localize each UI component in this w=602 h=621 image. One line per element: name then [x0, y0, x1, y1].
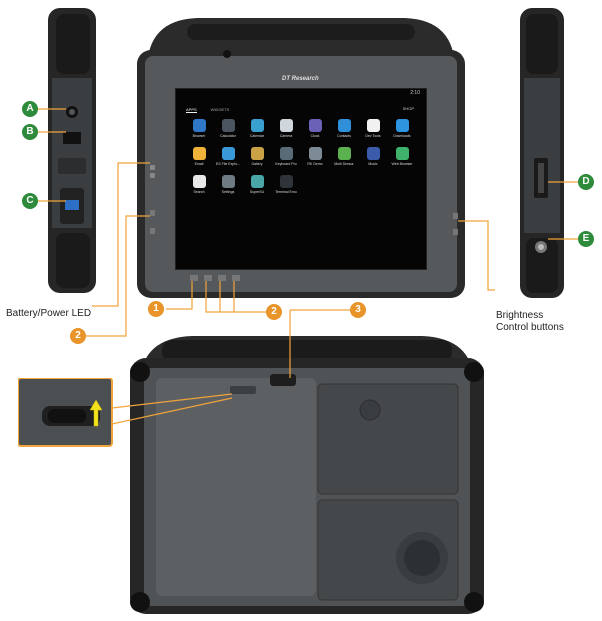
app-icon	[279, 147, 293, 160]
app-icon-cell[interactable]: Contacts	[331, 119, 357, 145]
app-label: Gallery	[251, 162, 263, 166]
shop-label[interactable]: SHOP	[402, 106, 414, 111]
app-label: Search	[193, 190, 205, 194]
app-icon	[192, 147, 206, 160]
callout-e: E	[578, 231, 594, 247]
app-label: Music	[368, 162, 378, 166]
app-icon	[366, 147, 380, 160]
app-icon	[250, 175, 264, 188]
app-label: Calculator	[220, 134, 236, 138]
app-icon	[279, 175, 293, 188]
brightness-label-line1: Brightness	[496, 310, 544, 321]
app-icon	[221, 119, 235, 132]
app-icon	[192, 119, 206, 132]
latch-inset	[18, 378, 113, 447]
app-icon	[221, 175, 235, 188]
app-icon-cell[interactable]: ES File Explo...	[215, 147, 241, 173]
app-label: Calendar	[249, 134, 265, 138]
bottom-button-1[interactable]	[190, 275, 198, 281]
app-label: Browser	[192, 134, 206, 138]
brightness-down-button[interactable]	[453, 229, 458, 235]
app-label: Email	[194, 162, 204, 166]
front-button-1[interactable]	[150, 210, 155, 216]
app-label: Camera	[279, 134, 293, 138]
app-label: Terminal Emu	[275, 190, 297, 194]
app-icon-cell[interactable]: Dev Tools	[360, 119, 386, 145]
app-label: Multi Sensor	[334, 162, 354, 166]
app-label: SuperSU	[249, 190, 265, 194]
app-icon-cell[interactable]: Music	[360, 147, 386, 173]
app-icon	[366, 119, 380, 132]
app-label: Contacts	[337, 134, 351, 138]
back-tablet	[130, 336, 484, 614]
app-label: RK Demo	[307, 162, 323, 166]
app-icon	[221, 147, 235, 160]
callout-c: C	[22, 193, 38, 209]
app-icon-cell[interactable]: Settings	[215, 175, 241, 201]
app-label: Web Browser	[391, 162, 413, 166]
tab-apps[interactable]: APPS	[186, 107, 197, 113]
app-icon-cell[interactable]: RK Demo	[302, 147, 328, 173]
app-label: ES File Explo...	[216, 162, 240, 166]
app-icon	[395, 119, 409, 132]
left-side-view	[48, 8, 96, 293]
battery-led-label: Battery/Power LED	[6, 308, 92, 319]
bottom-button-3[interactable]	[218, 275, 226, 281]
callout-2-left: 2	[70, 328, 86, 344]
app-icon-cell[interactable]: Search	[186, 175, 212, 201]
app-icon-cell[interactable]: Multi Sensor	[331, 147, 357, 173]
app-icon	[395, 147, 409, 160]
app-icon	[279, 119, 293, 132]
battery-led	[150, 165, 155, 170]
app-icon-cell[interactable]: Calculator	[215, 119, 241, 145]
callout-3: 3	[350, 302, 366, 318]
app-icon-cell[interactable]: Web Browser	[389, 147, 415, 173]
app-icon-cell[interactable]: SuperSU	[244, 175, 270, 201]
brand-logo: DT Research	[282, 76, 319, 82]
app-icon	[337, 119, 351, 132]
app-icon-cell[interactable]: Gallery	[244, 147, 270, 173]
bottom-button-4[interactable]	[232, 275, 240, 281]
callout-2-bottom: 2	[266, 304, 282, 320]
front-tablet: 2:10 APPS WIDGETS SHOP Browser Calculator…	[127, 10, 475, 300]
app-tabs: APPS WIDGETS	[186, 107, 229, 113]
app-icon	[337, 147, 351, 160]
tab-widgets[interactable]: WIDGETS	[210, 107, 230, 112]
app-label: Dev Tools	[365, 134, 381, 138]
power-led	[150, 173, 155, 178]
brightness-up-button[interactable]	[453, 213, 458, 219]
app-icon-cell[interactable]: Browser	[186, 119, 212, 145]
app-icon	[250, 119, 264, 132]
status-time: 2:10	[410, 90, 420, 96]
app-icon	[250, 147, 264, 160]
status-bar: 2:10	[176, 89, 426, 99]
app-icon-cell[interactable]: Downloads	[389, 119, 415, 145]
callout-1: 1	[148, 301, 164, 317]
right-side-view	[520, 8, 564, 298]
app-icon	[192, 175, 206, 188]
app-icon-cell[interactable]: Camera	[273, 119, 299, 145]
callout-a: A	[22, 101, 38, 117]
app-label: Keyboard Pro	[275, 162, 297, 166]
app-icon-cell[interactable]: Email	[186, 147, 212, 173]
app-icon	[308, 119, 322, 132]
app-icon-cell[interactable]: Terminal Emu	[273, 175, 299, 201]
bottom-button-2[interactable]	[204, 275, 212, 281]
app-label: Settings	[221, 190, 235, 194]
arrow-up-icon	[89, 399, 103, 427]
callout-d: D	[578, 174, 594, 190]
app-icon	[308, 147, 322, 160]
app-icon-cell[interactable]: Calendar	[244, 119, 270, 145]
callout-b: B	[22, 124, 38, 140]
front-button-2[interactable]	[150, 228, 155, 234]
app-label: Downloads	[393, 134, 411, 138]
app-label: Clock	[310, 134, 320, 138]
app-icon-cell[interactable]: Clock	[302, 119, 328, 145]
brightness-label-line2: Control buttons	[496, 322, 564, 333]
app-icon-cell[interactable]: Keyboard Pro	[273, 147, 299, 173]
front-screen: 2:10 APPS WIDGETS SHOP Browser Calculator…	[175, 88, 427, 270]
